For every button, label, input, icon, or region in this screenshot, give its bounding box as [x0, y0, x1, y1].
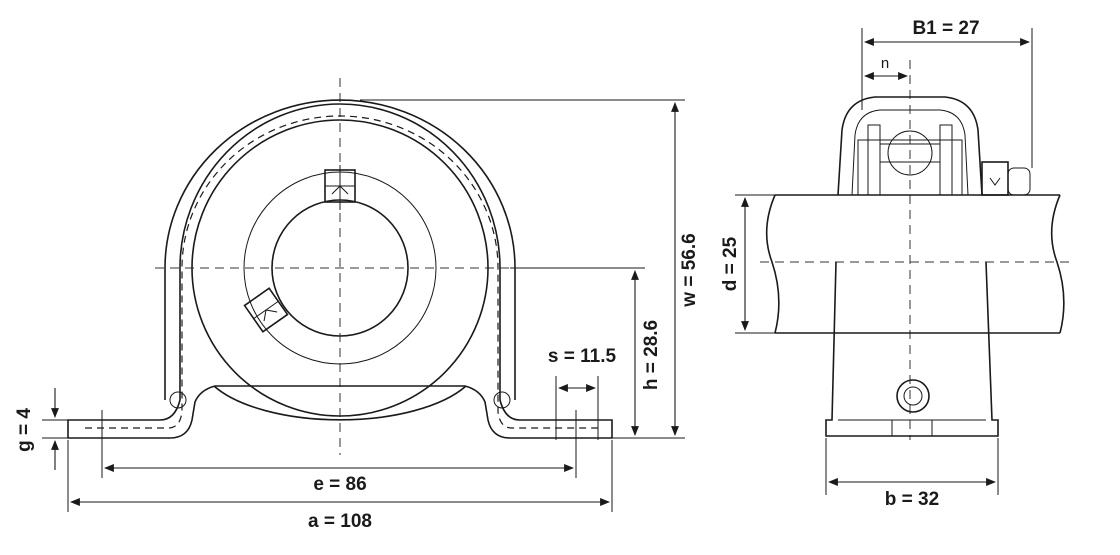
- side-bearing-ring-left: [867, 124, 881, 196]
- e-dimension-label: e = 86: [313, 474, 366, 495]
- w-dimension-label: w = 56.6: [679, 233, 700, 307]
- bearing-insert-circle: [191, 119, 489, 417]
- n-dimension-label: n: [881, 55, 889, 72]
- housing-inner-outline: [164, 99, 516, 400]
- b1-dimension-label: B1 = 27: [912, 18, 979, 39]
- front-view: w = 56.6 h = 28.6 s = 11.5 g = 4 e = 86 …: [14, 78, 700, 532]
- side-lube-fitting-inner: [903, 386, 923, 406]
- side-bearing-ring-right: [939, 124, 953, 196]
- side-housing-top: [837, 96, 983, 196]
- side-lube-fitting: [896, 379, 930, 413]
- bolt-hole-right: [493, 391, 511, 409]
- hidden-contour: [85, 115, 600, 429]
- b-dimension-label: b = 32: [885, 489, 939, 510]
- housing-outline: [67, 103, 613, 439]
- side-pedestal: [825, 261, 999, 437]
- insert-lower-arc: [213, 385, 467, 421]
- a-dimension-label: a = 108: [308, 511, 372, 532]
- side-view: B1 = 27 n d = 25 b = 32: [720, 18, 1070, 510]
- g-dimension-label: g = 4: [14, 408, 35, 452]
- s-dimension-label: s = 11.5: [548, 346, 617, 367]
- shaft: [765, 194, 1065, 334]
- d-dimension-label: d = 25: [720, 236, 741, 291]
- side-housing-inner: [851, 109, 969, 196]
- bolt-hole-left: [169, 391, 187, 409]
- h-dimension-label: h = 28.6: [641, 320, 662, 390]
- side-screw-slot: [879, 143, 941, 163]
- set-screw-left: [243, 287, 289, 333]
- set-screw-top: [324, 165, 356, 210]
- side-collar-screw: [981, 161, 1031, 196]
- side-screw-head: [887, 130, 933, 176]
- side-bearing-block: [857, 139, 963, 196]
